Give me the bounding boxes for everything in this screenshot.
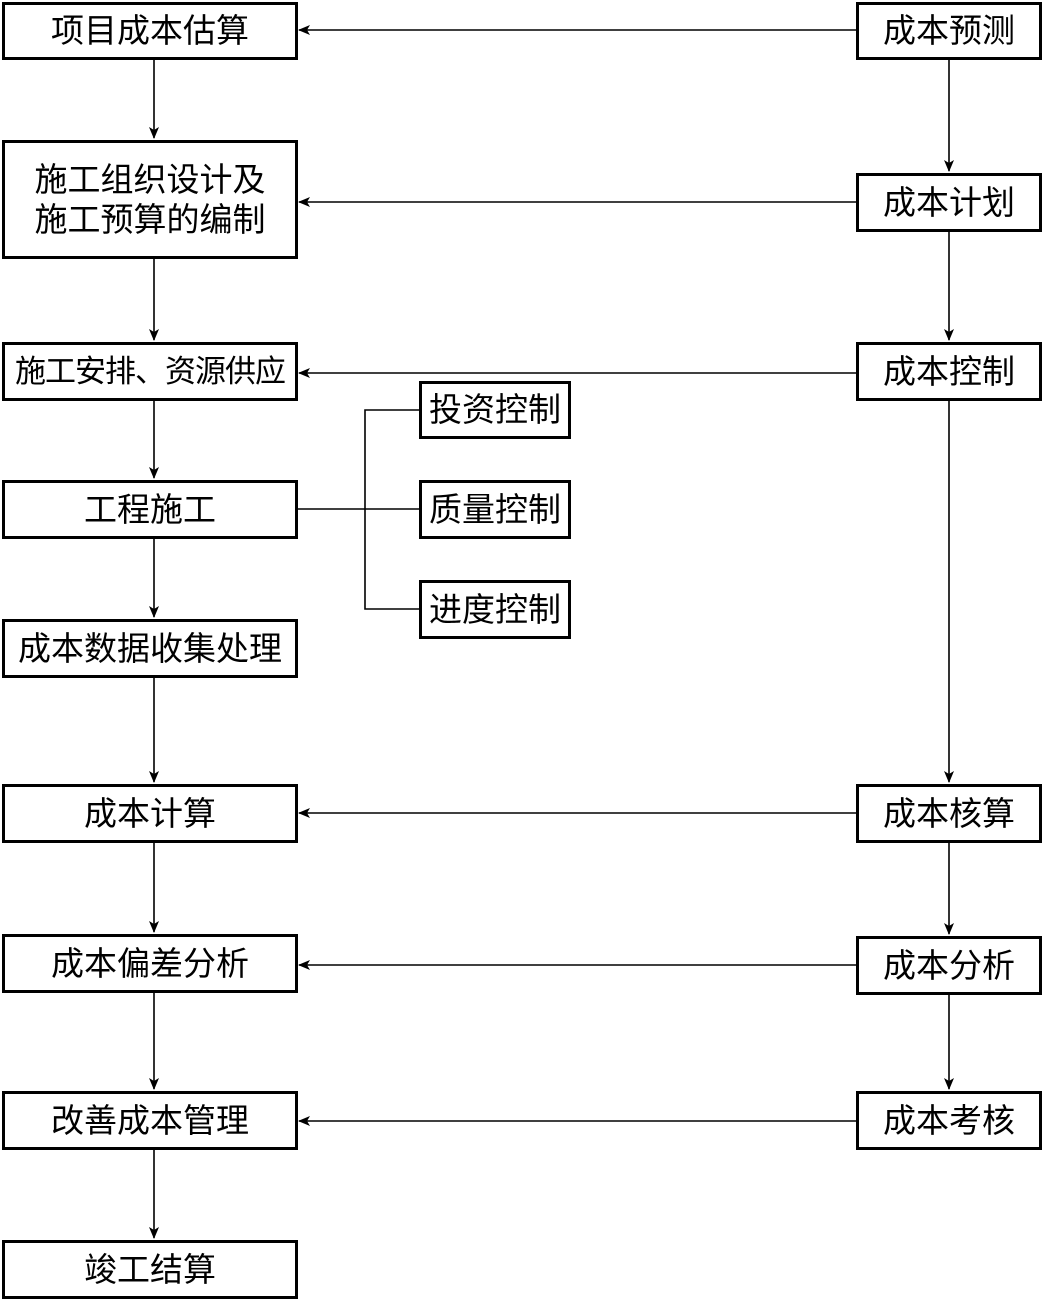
cost-analysis-box: 成本分析 (856, 936, 1042, 995)
cost-forecast-box: 成本预测 (856, 2, 1042, 60)
project-cost-estimate-box: 项目成本估算 (2, 2, 298, 60)
controls-bracket (364, 409, 421, 610)
cost-accounting-box: 成本核算 (856, 784, 1042, 843)
arrangement-resource-supply-box: 施工安排、资源供应 (2, 342, 298, 401)
cost-deviation-analysis-box: 成本偏差分析 (2, 934, 298, 993)
cost-plan-box: 成本计划 (856, 173, 1042, 232)
completion-settlement-box: 竣工结算 (2, 1240, 298, 1299)
project-construction-box: 工程施工 (2, 480, 298, 539)
quality-control-box: 质量控制 (419, 480, 571, 539)
cost-control-box: 成本控制 (856, 342, 1042, 401)
investment-control-box: 投资控制 (419, 381, 571, 439)
schedule-control-box: 进度控制 (419, 580, 571, 639)
cost-calculation-box: 成本计算 (2, 784, 298, 843)
cost-data-collection-box: 成本数据收集处理 (2, 619, 298, 678)
construction-design-budget-box: 施工组织设计及 施工预算的编制 (2, 140, 298, 259)
improve-cost-management-box: 改善成本管理 (2, 1091, 298, 1150)
cost-assessment-box: 成本考核 (856, 1091, 1042, 1150)
